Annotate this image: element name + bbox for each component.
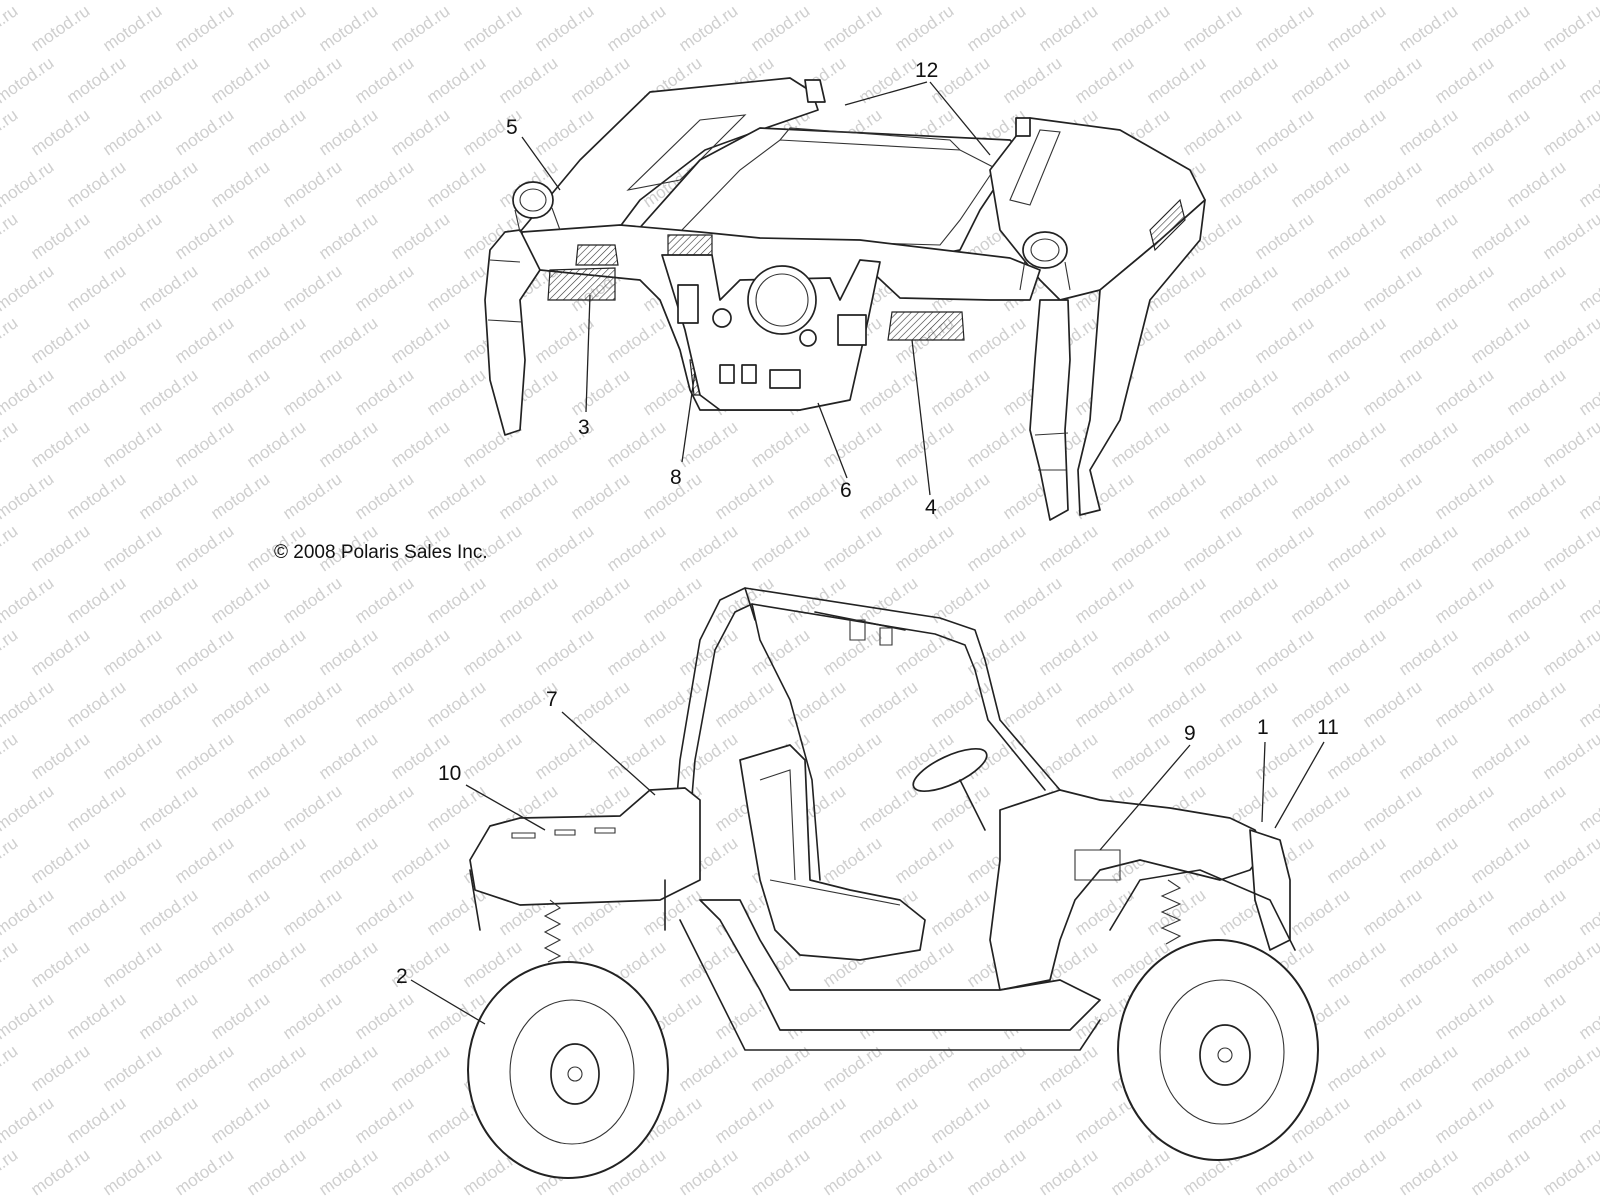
callout-3: 3 bbox=[578, 416, 590, 439]
front-shock bbox=[1160, 879, 1182, 945]
rear-wheel bbox=[467, 961, 669, 1179]
left-speaker bbox=[512, 181, 561, 233]
callout-6: 6 bbox=[840, 479, 852, 502]
callout-1: 1 bbox=[1257, 716, 1269, 739]
callout-8: 8 bbox=[670, 466, 682, 489]
right-speaker bbox=[1019, 231, 1071, 291]
callout-4: 4 bbox=[925, 496, 937, 519]
vehicle-side-view bbox=[467, 587, 1319, 1179]
copyright-notice: © 2008 Polaris Sales Inc. bbox=[274, 542, 488, 563]
rear-shock bbox=[543, 899, 562, 963]
callout-10: 10 bbox=[438, 762, 461, 785]
callout-2: 2 bbox=[396, 965, 408, 988]
right-side-panel bbox=[1077, 199, 1206, 516]
callout-5: 5 bbox=[506, 116, 518, 139]
callout-9: 9 bbox=[1184, 722, 1196, 745]
watermark-text: motod.ru bbox=[1575, 0, 1600, 3]
right-pillar bbox=[1029, 299, 1071, 521]
front-wheel bbox=[1117, 939, 1319, 1161]
rear-cargo-box bbox=[469, 787, 701, 906]
callout-7: 7 bbox=[546, 688, 558, 711]
roll-cage bbox=[669, 587, 1091, 881]
front-bumper bbox=[1249, 829, 1291, 951]
callout-11: 11 bbox=[1317, 716, 1339, 739]
rocker-panel bbox=[699, 899, 1101, 1031]
decal-right-dash bbox=[887, 311, 965, 341]
leader-lines bbox=[410, 81, 1325, 1025]
callout-12: 12 bbox=[915, 59, 938, 82]
decal-left-dash bbox=[547, 267, 616, 301]
seat bbox=[739, 744, 926, 961]
steering-wheel bbox=[912, 748, 988, 792]
left-pillar bbox=[484, 229, 541, 436]
callout-labels: 12 5 3 8 6 4 7 10 9 1 11 2 bbox=[396, 59, 1339, 988]
dash-hood-assembly bbox=[484, 77, 1206, 521]
speedometer bbox=[747, 265, 817, 335]
